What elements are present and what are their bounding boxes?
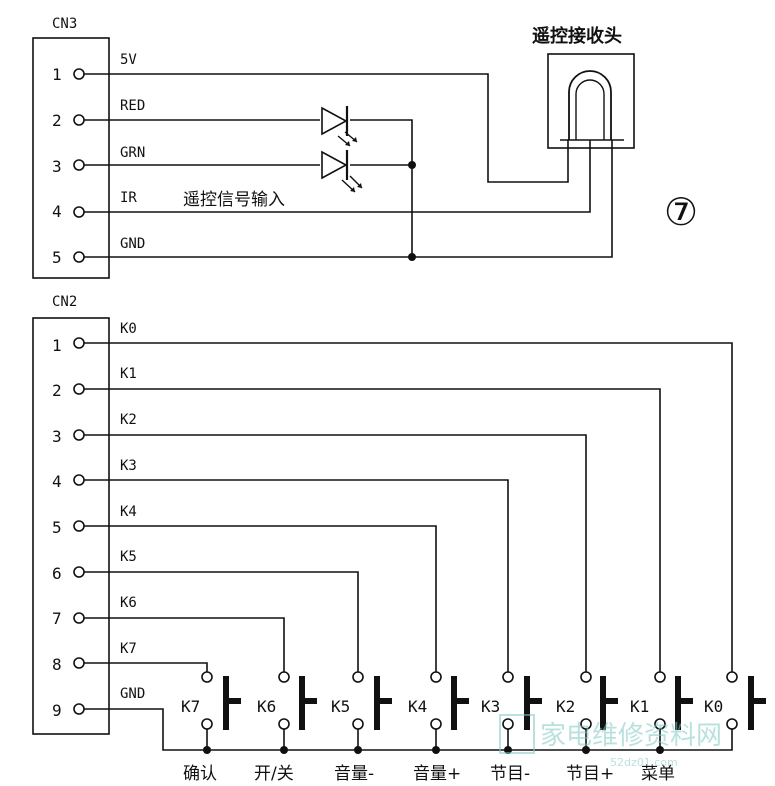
cn2-pin-4-label: K3 (120, 458, 137, 474)
red-led-symbol (321, 106, 358, 147)
cn3-pin-3-terminal (73, 159, 85, 171)
cn2-pin-8-number: 8 (52, 655, 62, 674)
junction-dot (408, 253, 416, 261)
cn3-pin-5-label: GND (120, 236, 145, 252)
cn2-pin-3-label: K2 (120, 412, 137, 428)
cn2-pin-7-label: K6 (120, 595, 137, 611)
cn3-pin-3-label: GRN (120, 145, 145, 161)
switch-k6-label: K6 (257, 697, 276, 716)
switch-k7-label: K7 (181, 697, 200, 716)
green-led-symbol (321, 150, 363, 193)
switch-k3-function: 节目- (490, 764, 530, 784)
cn3-title: CN3 (52, 16, 77, 32)
switch-k0-label: K0 (704, 697, 723, 716)
cn2-pin-2-label: K1 (120, 366, 137, 382)
cn2-pin-8-label: K7 (120, 641, 137, 657)
watermark-text: 家电维修资料网 (540, 721, 722, 751)
cn2-pin-6-label: K5 (120, 549, 137, 565)
cn3-pin-4-terminal (73, 206, 85, 218)
cn3-pin-1-terminal (73, 68, 85, 80)
receiver-label: 遥控接收头 (532, 25, 622, 47)
cn2-pin-5-terminal (73, 520, 85, 532)
cn2-pin-6-number: 6 (52, 564, 62, 583)
cn2-pin-1-terminal (73, 337, 85, 349)
cn2-pin-1-label: K0 (120, 321, 137, 337)
switch-k5-label: K5 (331, 697, 350, 716)
switch-k1-label: K1 (630, 697, 649, 716)
cn3-pin-1-number: 1 (52, 65, 62, 84)
ir-receiver-symbol (547, 53, 635, 150)
figure-number: ⑦ (664, 190, 698, 234)
cn2-pin-5-label: K4 (120, 504, 137, 520)
cn2-pin-2-number: 2 (52, 381, 62, 400)
cn3-wires (84, 73, 613, 258)
cn2-pin-9-terminal (73, 703, 85, 715)
cn2-pin-4-terminal (73, 474, 85, 486)
junction-dot (354, 746, 362, 754)
cn2-pin-5-number: 5 (52, 518, 62, 537)
switch-k1 (654, 671, 693, 730)
junction-dot (582, 746, 590, 754)
switch-k3-label: K3 (481, 697, 500, 716)
cn2-title: CN2 (52, 294, 77, 310)
junction-dot (432, 746, 440, 754)
switch-k2-label: K2 (556, 697, 575, 716)
junction-dot (656, 746, 664, 754)
switch-k7-function: 确认 (183, 764, 217, 784)
switch-k6 (278, 671, 317, 730)
junction-dot (203, 746, 211, 754)
cn3-pin-2-number: 2 (52, 111, 62, 130)
cn2-pin-7-terminal (73, 612, 85, 624)
watermark: 家电维修资料网 52dz01.com (499, 714, 722, 769)
cn3-connector-box (32, 37, 110, 279)
cn2-pin-4-number: 4 (52, 472, 62, 491)
cn3-pin-4-label: IR (120, 190, 137, 206)
switch-k6-function: 开/关 (254, 764, 294, 784)
cn3-pin-2-label: RED (120, 98, 145, 114)
cn3-pin-2-terminal (73, 114, 85, 126)
switch-k4-function: 音量+ (413, 764, 461, 784)
cn2-pin-8-terminal (73, 657, 85, 669)
ir-input-label: 遥控信号输入 (183, 190, 285, 210)
cn2-pin-2-terminal (73, 383, 85, 395)
cn3-pin-5-number: 5 (52, 248, 62, 267)
cn2-wires (84, 342, 733, 751)
cn3-pin-5-terminal (73, 251, 85, 263)
cn2-pin-3-number: 3 (52, 427, 62, 446)
cn2-pin-9-number: 9 (52, 701, 62, 720)
switch-k5 (352, 671, 392, 730)
switch-k1-function: 菜单 (641, 764, 675, 784)
cn2-pin-9-label: GND (120, 686, 145, 702)
switch-k2-function: 节目+ (566, 764, 614, 784)
cn3-pin-4-number: 4 (52, 202, 62, 221)
cn2-pin-3-terminal (73, 429, 85, 441)
switch-k5-function: 音量- (334, 764, 374, 784)
cn2-pin-1-number: 1 (52, 336, 62, 355)
switch-k2 (580, 671, 618, 730)
cn2-pin-6-terminal (73, 566, 85, 578)
cn3-pin-1-label: 5V (120, 52, 137, 68)
cn3-pin-3-number: 3 (52, 157, 62, 176)
watermark-logo-icon (499, 714, 535, 754)
cn2-pin-7-number: 7 (52, 609, 62, 628)
switch-k3 (502, 671, 542, 730)
junction-dot (408, 161, 416, 169)
switch-k4-label: K4 (408, 697, 427, 716)
junction-dot (280, 746, 288, 754)
switch-k4 (430, 671, 469, 730)
switch-k0 (726, 671, 766, 730)
switch-k7 (201, 671, 241, 730)
watermark-url: 52dz01.com (610, 756, 678, 769)
